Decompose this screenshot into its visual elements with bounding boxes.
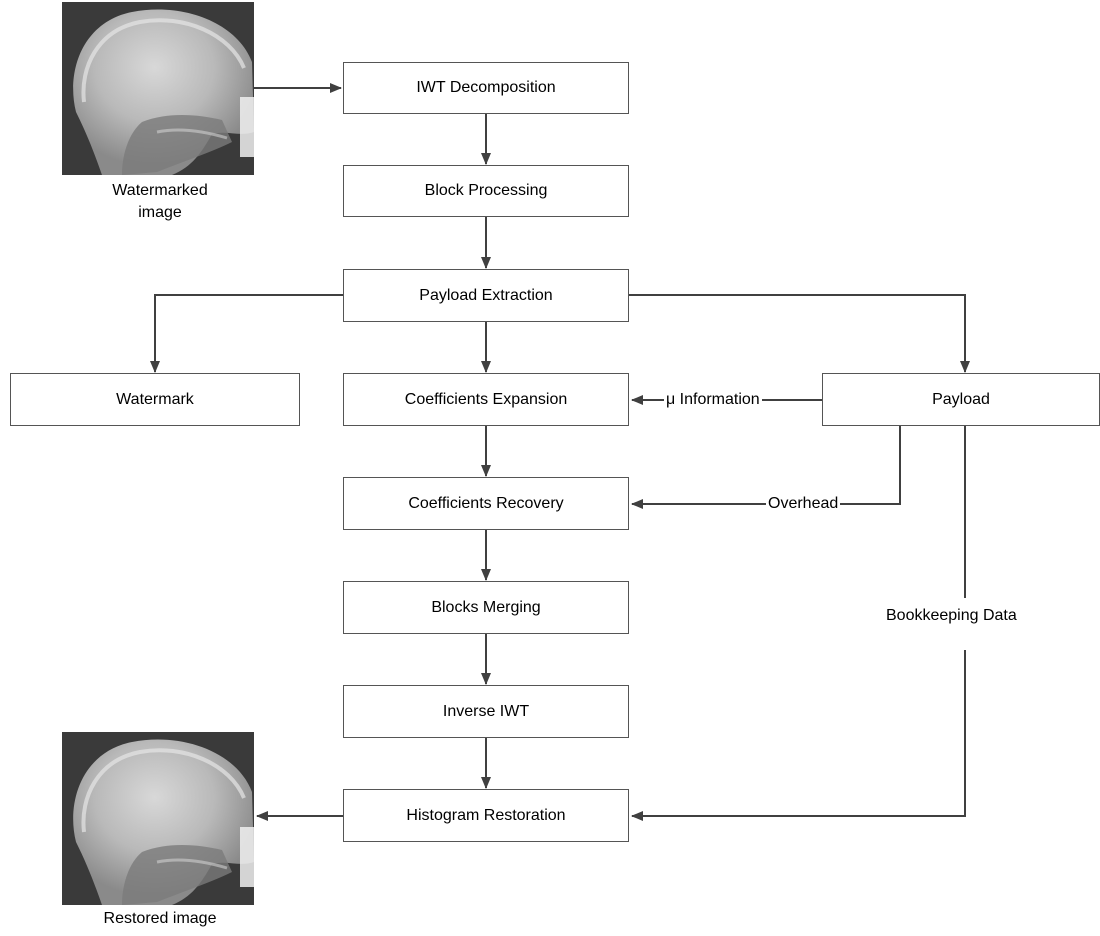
coefficients-expansion-box: Coefficients Expansion: [343, 373, 629, 426]
arrow-extraction-to-payload: [629, 294, 970, 373]
arrow-bookkeeping-bottom: [631, 650, 966, 821]
watermarked-image: [62, 2, 254, 175]
payload-extraction-box: Payload Extraction: [343, 269, 629, 322]
arrow-extraction-to-watermark: [150, 294, 343, 373]
overhead-label: Overhead: [766, 495, 841, 513]
watermark-box: Watermark: [10, 373, 300, 426]
caption-line-1: Watermarked: [112, 182, 208, 199]
histogram-restoration-box: Histogram Restoration: [343, 789, 629, 842]
iwt-decomposition-box: IWT Decomposition: [343, 62, 629, 114]
restored-image: [62, 732, 254, 905]
blocks-merging-box: Blocks Merging: [343, 581, 629, 634]
caption-line: Restored image: [103, 910, 217, 927]
inverse-iwt-box: Inverse IWT: [343, 685, 629, 738]
bookkeeping-data-label: Bookkeeping Data: [884, 607, 1019, 625]
watermarked-image-caption: Watermarked image: [80, 180, 240, 224]
arrow-overhead: [631, 426, 901, 509]
caption-line-2: image: [138, 204, 182, 221]
mu-information-label: μ Information: [664, 391, 762, 409]
coefficients-recovery-box: Coefficients Recovery: [343, 477, 629, 530]
block-processing-box: Block Processing: [343, 165, 629, 217]
restored-image-caption: Restored image: [60, 908, 260, 930]
payload-box: Payload: [822, 373, 1100, 426]
